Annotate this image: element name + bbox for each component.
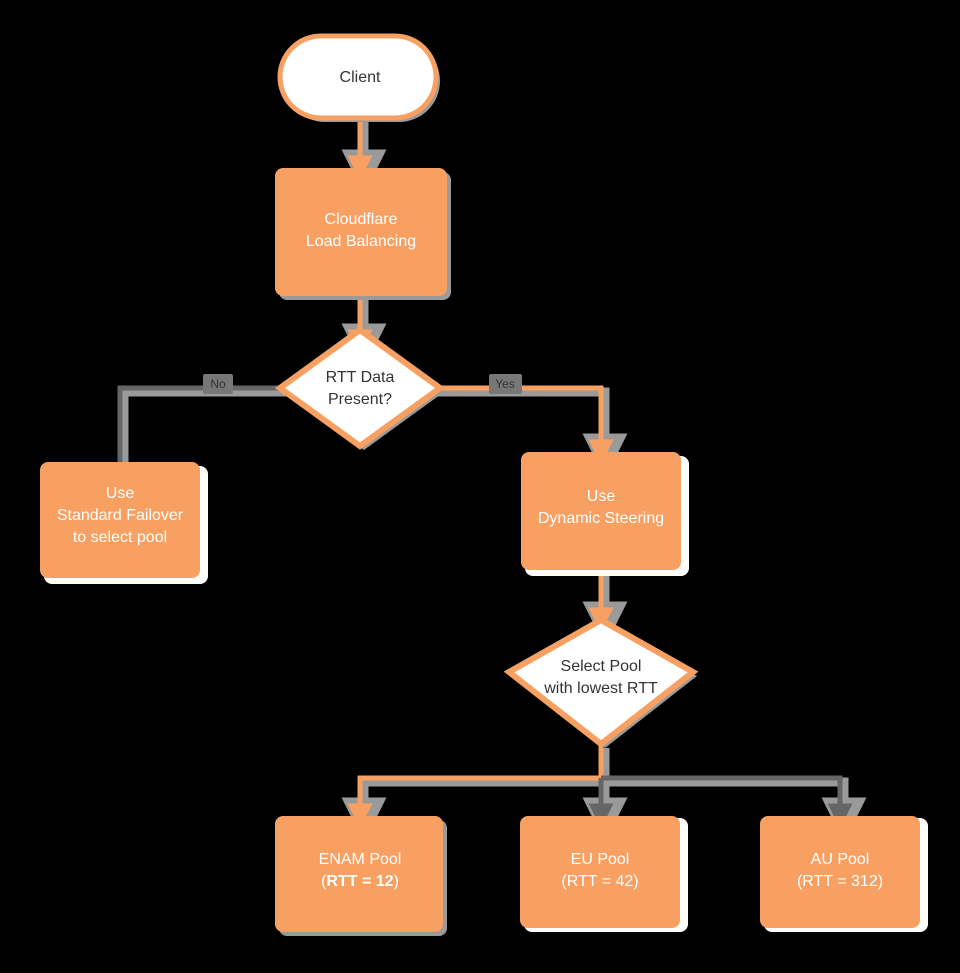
node-dynamic-steering[interactable]: Use Dynamic Steering [521,452,689,576]
node-dynamic-steering-line2: Dynamic Steering [538,510,664,527]
edge-shadow-select-au [605,777,867,843]
edge-select-pool-to-enam-pool [347,744,604,829]
node-eu-pool-body [520,816,680,928]
node-eu-pool[interactable]: EU Pool (RTT = 42) [520,816,688,932]
node-enam-pool-rtt-value: RTT = 12 [326,873,393,890]
node-select-pool-line1: Select Pool [561,658,642,675]
node-standard-failover-line1: Use [106,485,135,502]
edge-label-yes: Yes [489,374,522,394]
edge-select-pool-to-au-pool [601,775,853,829]
node-au-pool[interactable]: AU Pool (RTT = 312) [760,816,928,932]
edge-shadow-layer [119,122,867,843]
node-select-pool-line2: with lowest RTT [543,680,658,697]
edge-layer [117,118,853,829]
node-load-balancing[interactable]: Cloudflare Load Balancing [275,168,451,300]
node-select-pool-body [503,616,699,748]
node-rtt-data-present-line2: Present? [328,391,392,408]
node-dynamic-steering-body [521,452,681,570]
node-enam-pool-paren-open: ( [321,873,327,890]
edge-label-no: No [203,374,233,394]
node-client-label: Client [340,69,381,86]
node-eu-pool-line1: EU Pool [571,851,630,868]
node-standard-failover-line3: to select pool [73,529,167,546]
edge-label-no-text: No [210,377,226,391]
node-enam-pool[interactable]: ENAM Pool (RTT = 12) [275,816,447,936]
node-load-balancing-line1: Cloudflare [325,211,398,228]
node-au-pool-line1: AU Pool [811,851,870,868]
node-load-balancing-body [275,168,447,296]
node-enam-pool-paren-close: ) [394,873,399,890]
node-standard-failover[interactable]: Use Standard Failover to select pool [40,462,208,584]
edge-label-yes-bg [489,374,522,394]
node-standard-failover-line2: Standard Failover [57,507,184,524]
node-enam-pool-line1: ENAM Pool [319,851,402,868]
node-enam-pool-body [275,816,443,932]
node-client-body [277,33,439,121]
edge-rtt-decision-to-standard-failover [117,385,284,462]
node-rtt-data-present[interactable]: RTT Data Present? [274,326,446,450]
node-dynamic-steering-line1: Use [587,488,616,505]
edge-shadow-rtt-steering [436,387,628,479]
node-enam-pool-line2: (RTT = 12) [321,873,399,890]
edge-rtt-decision-to-dynamic-steering [432,385,614,465]
node-au-pool-body [760,816,920,928]
edge-shadow-select-enam [341,748,610,843]
node-select-pool[interactable]: Select Pool with lowest RTT [503,616,699,748]
node-standard-failover-body [40,462,200,578]
node-client[interactable]: Client [277,33,440,122]
edge-label-no-bg [203,374,233,394]
node-au-pool-line2: (RTT = 312) [797,873,883,890]
node-load-balancing-line2: Load Balancing [306,233,416,250]
edge-shadow-rtt-failover [119,387,288,466]
node-rtt-data-present-line1: RTT Data [326,369,395,386]
node-eu-pool-line2: (RTT = 42) [561,873,638,890]
edge-label-yes-text: Yes [495,377,515,391]
node-rtt-data-present-body [274,326,446,450]
